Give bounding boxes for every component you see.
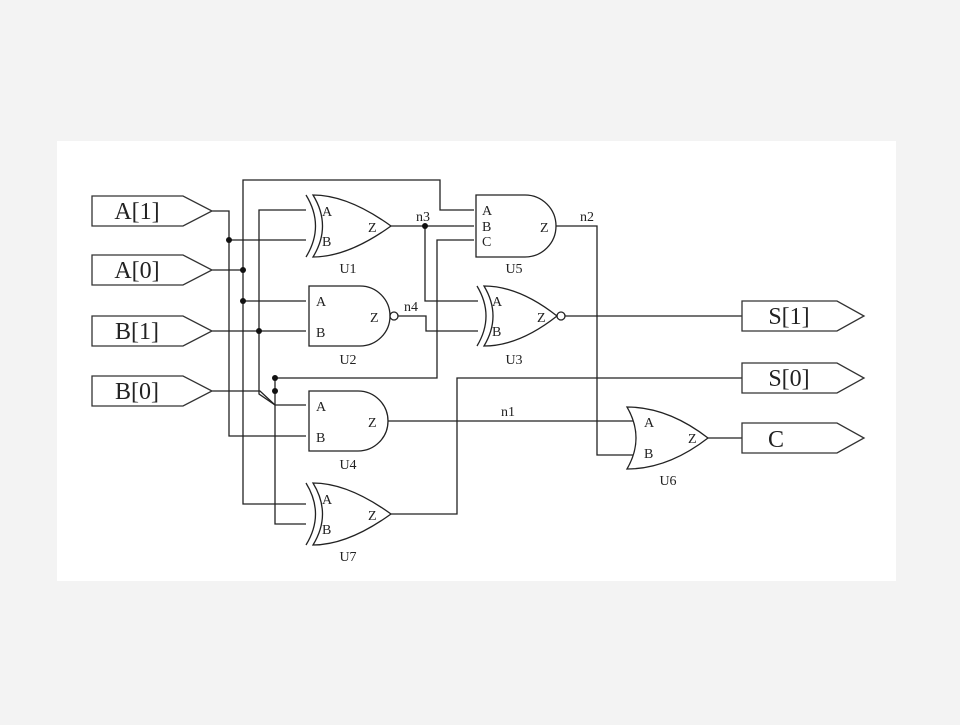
junction-dot xyxy=(422,223,428,229)
gate-u6-or: A B Z U6 xyxy=(625,406,710,489)
wire-b1-trunk xyxy=(212,330,306,406)
input-label-a0: A[0] xyxy=(114,258,159,284)
pin-label: B xyxy=(482,220,491,235)
pin-label: B xyxy=(316,326,325,341)
pin-label: A xyxy=(644,416,655,431)
junction-dot xyxy=(256,328,262,334)
pin-label: B xyxy=(322,235,331,250)
gate-u2-nand: A B Z U2 xyxy=(308,285,399,368)
input-label-a1: A[1] xyxy=(114,199,159,225)
wire-u5-a xyxy=(242,179,474,270)
wire-b0-to-u4a xyxy=(212,390,276,406)
gate-label-u6: U6 xyxy=(659,474,676,489)
pin-label: A xyxy=(322,493,333,508)
wire-n3-u3a xyxy=(424,226,478,302)
pin-label: Z xyxy=(537,311,546,326)
gate-label-u1: U1 xyxy=(339,262,356,277)
gate-u3-xnor: A B Z U3 xyxy=(476,285,566,368)
net-label-n4: n4 xyxy=(404,300,418,315)
wire-a1-trunk xyxy=(212,210,306,437)
wires xyxy=(212,179,742,525)
pin-label: A xyxy=(316,295,327,310)
input-port-a0: A[0] xyxy=(91,254,214,286)
junction-dot xyxy=(226,237,232,243)
input-port-a1: A[1] xyxy=(91,195,214,227)
gate-u4-and: A B Z U4 xyxy=(308,390,389,473)
pin-label: Z xyxy=(688,432,697,447)
input-port-b1: B[1] xyxy=(91,315,214,347)
gate-label-u3: U3 xyxy=(505,353,522,368)
gate-label-u5: U5 xyxy=(505,262,522,277)
gate-label-u7: U7 xyxy=(339,550,356,565)
output-port-c: C xyxy=(741,422,866,454)
gate-label-u2: U2 xyxy=(339,353,356,368)
net-label-n2: n2 xyxy=(580,210,594,225)
pin-label: A xyxy=(316,400,327,415)
pin-label: B xyxy=(322,523,331,538)
junction-dot xyxy=(240,298,246,304)
gate-u7-xor: A B Z U7 xyxy=(305,482,393,565)
wire-n2 xyxy=(556,225,634,456)
output-port-s1: S[1] xyxy=(741,300,866,332)
pin-label: Z xyxy=(368,509,377,524)
pin-label: A xyxy=(492,295,503,310)
wire-u5-c xyxy=(275,239,474,379)
wire-s0 xyxy=(391,377,742,515)
net-label-n1: n1 xyxy=(501,405,515,420)
junction-dot xyxy=(272,388,278,394)
input-label-b0: B[0] xyxy=(115,379,159,405)
input-label-b1: B[1] xyxy=(115,319,159,345)
input-port-b0: B[0] xyxy=(91,375,214,407)
wire-u1-a xyxy=(258,209,306,331)
output-port-s0: S[0] xyxy=(741,362,866,394)
pin-label: A xyxy=(322,205,333,220)
pin-label: Z xyxy=(370,311,379,326)
gate-u5-and: A B C Z U5 xyxy=(475,194,557,277)
pin-label: A xyxy=(482,204,493,219)
pin-label: Z xyxy=(368,416,377,431)
junction-dot xyxy=(272,375,278,381)
pin-label: C xyxy=(482,235,491,250)
output-label-c: C xyxy=(768,427,784,453)
output-label-s1: S[1] xyxy=(768,304,809,330)
inversion-bubble xyxy=(389,311,399,321)
junction-dot xyxy=(240,267,246,273)
gate-label-u4: U4 xyxy=(339,458,356,473)
wire-n4-u3b xyxy=(398,315,478,332)
junctions xyxy=(226,223,428,394)
pin-label: Z xyxy=(368,221,377,236)
wire-b0-trunk xyxy=(274,378,306,525)
pin-label: B xyxy=(492,325,501,340)
gate-u1-xor: A B Z U1 xyxy=(305,194,393,277)
pin-label: B xyxy=(644,447,653,462)
inversion-bubble xyxy=(556,311,566,321)
net-label-n3: n3 xyxy=(416,210,430,225)
pin-label: B xyxy=(316,431,325,446)
output-label-s0: S[0] xyxy=(768,366,809,392)
pin-label: Z xyxy=(540,221,549,236)
